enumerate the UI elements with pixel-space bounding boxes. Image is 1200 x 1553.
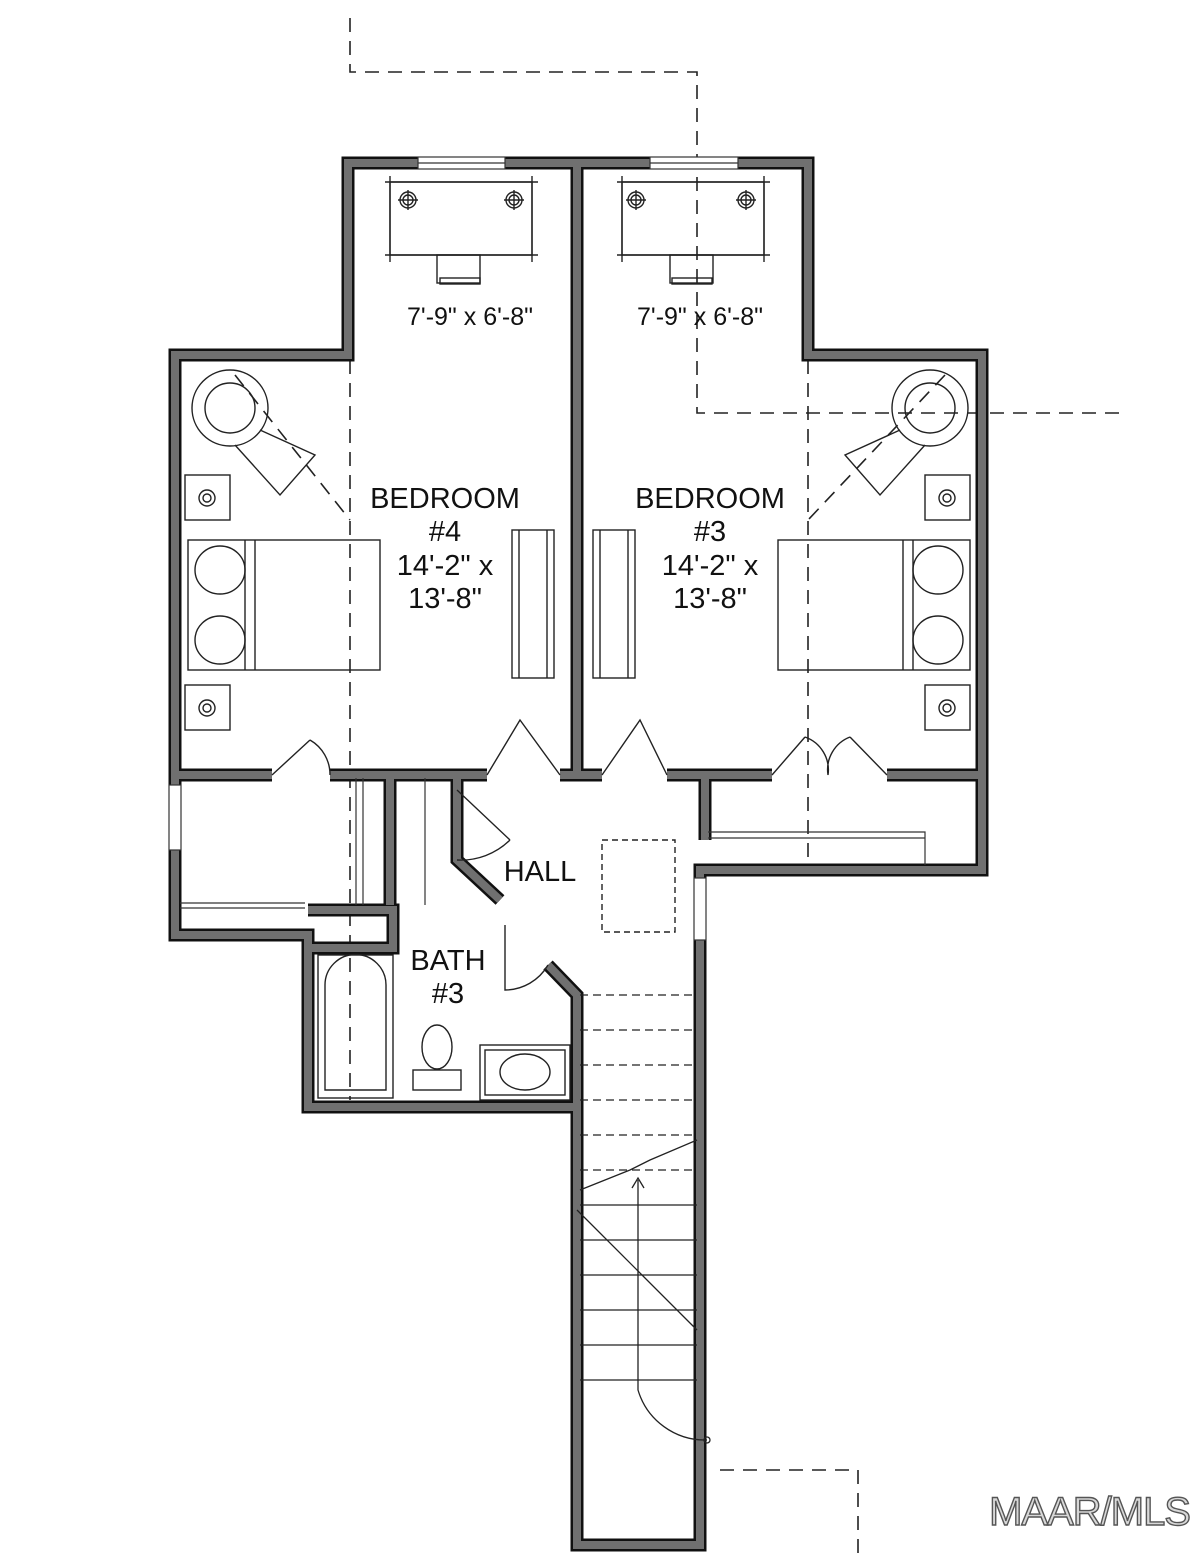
desk-bedroom3 [617, 176, 770, 285]
bedroom3-number: #3 [693, 516, 727, 549]
bedroom3-alcove-dimensions: 7'-9" x 6'-8" [637, 303, 763, 331]
bed-bedroom4 [184, 474, 381, 731]
hall-label: HALL [503, 856, 577, 888]
attic-access [601, 839, 676, 933]
bath3-name: BATH [410, 945, 486, 977]
chair-bedroom3 [843, 369, 969, 497]
bedroom4-dims-2: 13'-8" [408, 583, 482, 616]
bed-bedroom3 [777, 474, 971, 731]
watermark: MAAR/MLS [988, 1489, 1191, 1534]
bedroom4-alcove-dimensions: 7'-9" x 6'-8" [407, 303, 533, 331]
bedroom4-dims-1: 14'-2" x [396, 549, 494, 582]
doors [271, 718, 888, 991]
bathtub [317, 954, 394, 1099]
bedroom4-name: BEDROOM [370, 483, 520, 515]
bedroom3-dims-1: 14'-2" x [661, 549, 759, 582]
vanity [479, 1044, 571, 1101]
bedroom3-dims-2: 13'-8" [673, 583, 747, 616]
windows [168, 156, 739, 941]
toilet [421, 1024, 453, 1070]
beds [184, 369, 971, 731]
closet-shelves [180, 778, 926, 909]
bedroom3-label: BEDROOM #3 14'-2" x 13'-8" [610, 483, 810, 616]
bath3-number: #3 [431, 978, 465, 1011]
bedroom3-name: BEDROOM [635, 483, 785, 515]
bedroom4-number: #4 [428, 516, 462, 549]
stairs [576, 994, 711, 1444]
overhead-dashed-lines [234, 18, 1125, 1553]
bath-fixtures [317, 953, 571, 1101]
bath3-label: BATH #3 [393, 945, 503, 1012]
chair-bedroom4 [191, 369, 317, 497]
wardrobes [511, 529, 636, 679]
desk-bedroom4 [385, 176, 538, 285]
desks [385, 176, 770, 285]
bedroom4-label: BEDROOM #4 14'-2" x 13'-8" [345, 483, 545, 616]
walls [168, 156, 989, 1552]
